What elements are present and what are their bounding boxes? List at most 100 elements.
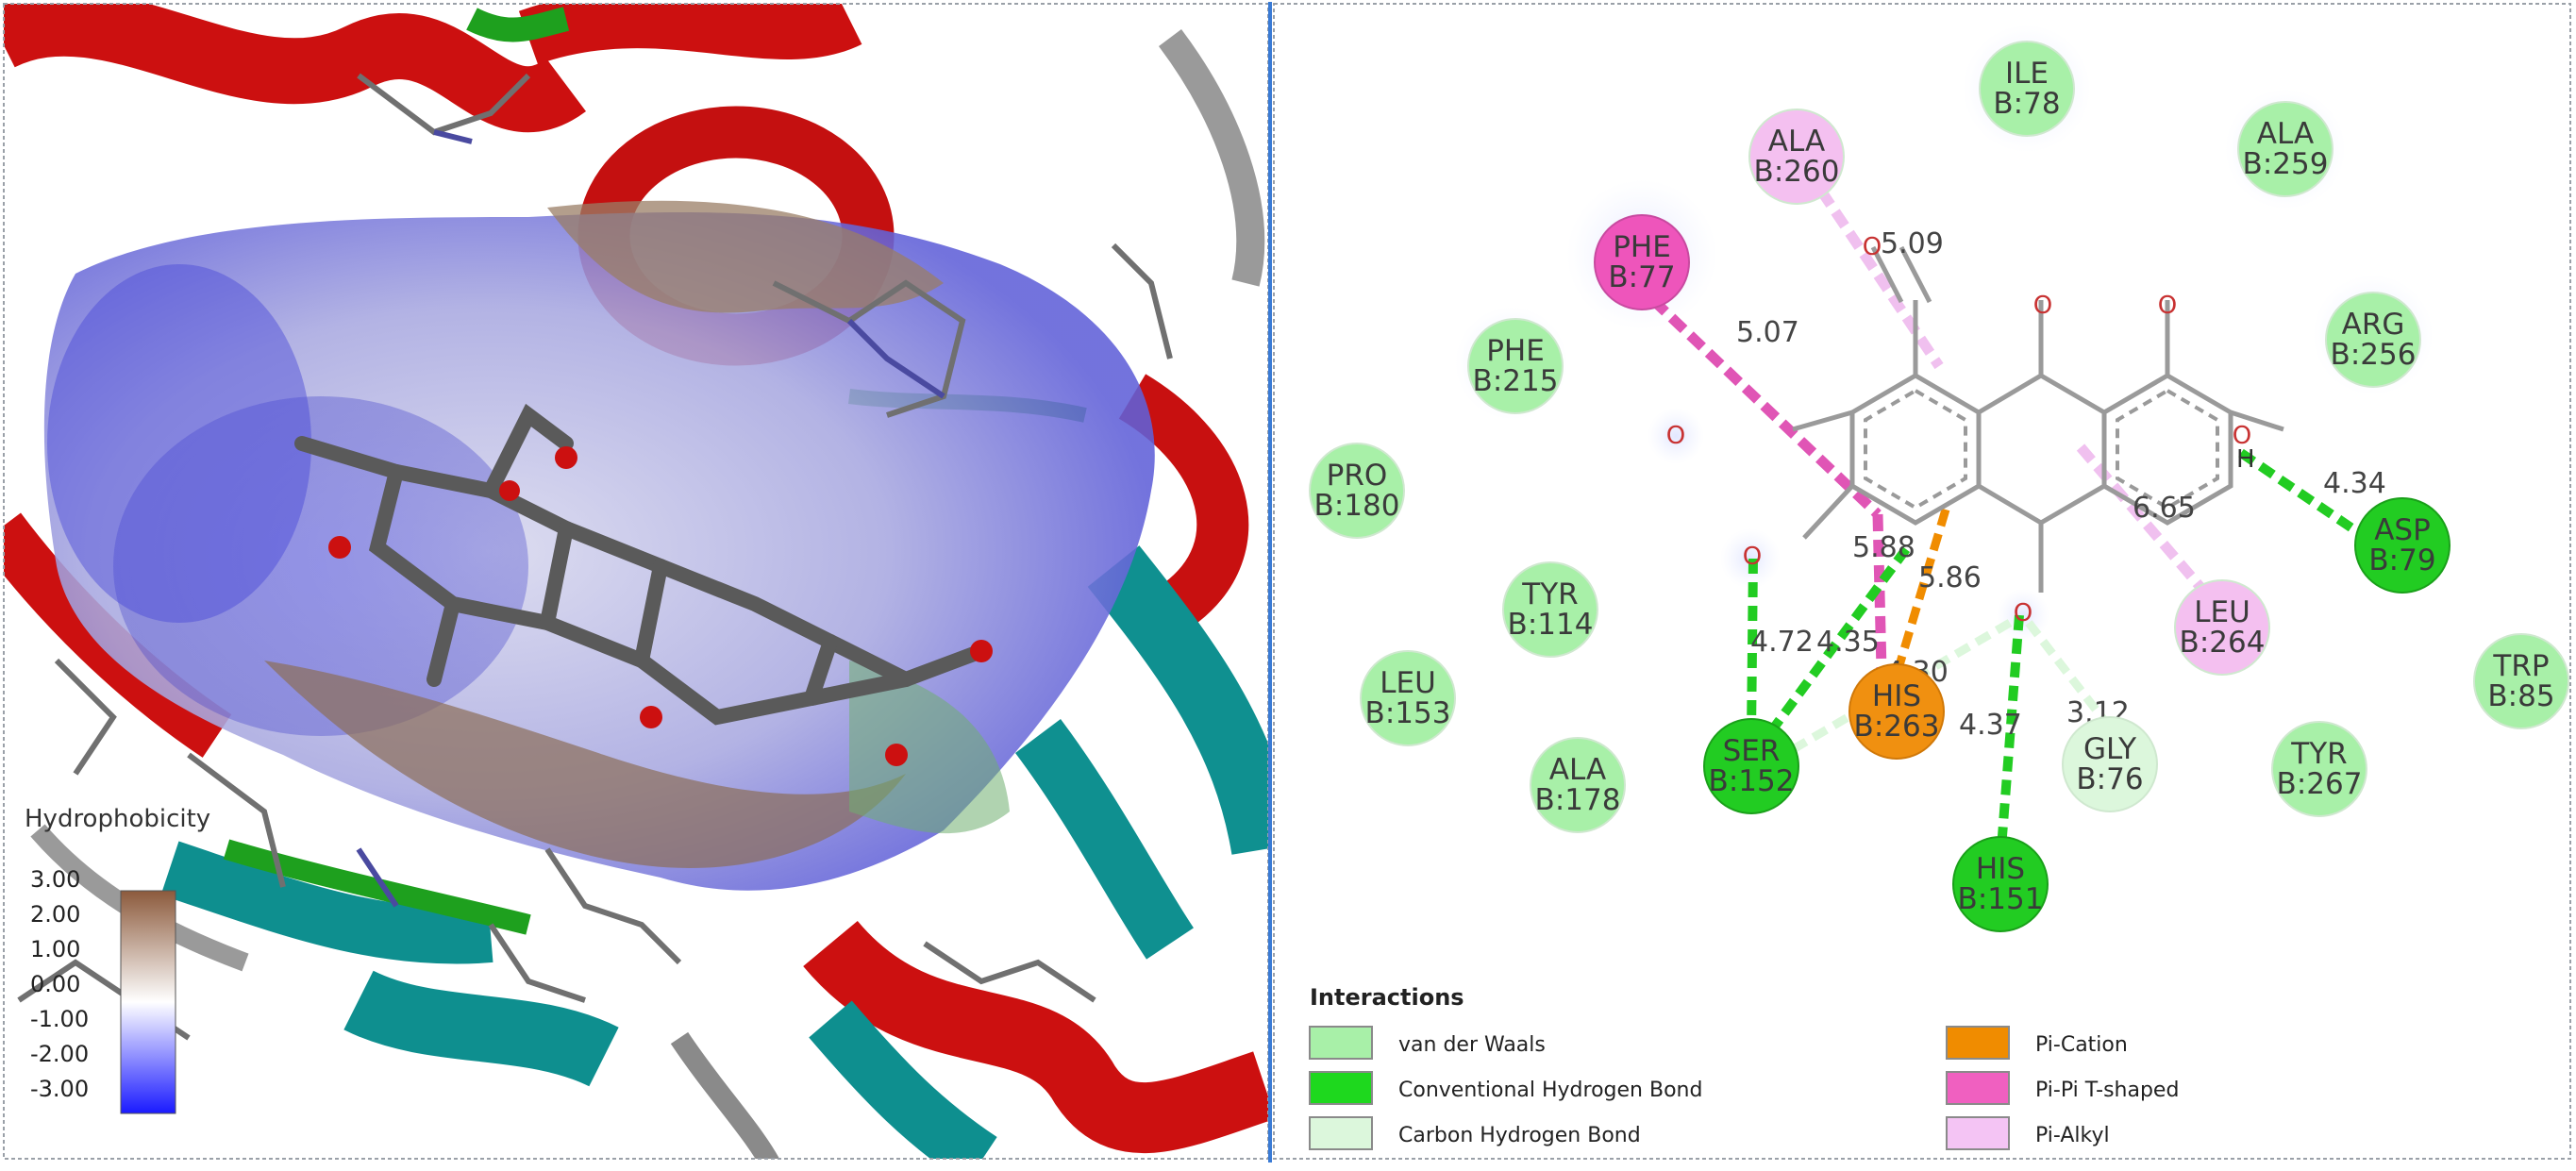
residue-name: TRP bbox=[2492, 649, 2549, 683]
strand-ribbon bbox=[1014, 719, 1194, 960]
ligand-2d-structure bbox=[1792, 245, 2284, 593]
residue-name: ARG bbox=[2342, 308, 2405, 342]
distance-label: 4.35 bbox=[1816, 626, 1880, 659]
strand-ribbon bbox=[1087, 545, 1268, 856]
strand-ribbon bbox=[343, 970, 619, 1087]
residue-disc bbox=[2271, 721, 2367, 817]
residue-name: LEU bbox=[1380, 666, 1436, 700]
distance-label: 6.65 bbox=[2133, 492, 2196, 525]
residue-name: ALA bbox=[2257, 117, 2314, 151]
distance-label: 4.34 bbox=[2323, 467, 2386, 500]
ch-bond-line bbox=[2025, 620, 2113, 729]
coil-ribbon bbox=[670, 1031, 780, 1159]
residue-name: SER bbox=[1723, 734, 1781, 768]
residue-name: PHE bbox=[1486, 334, 1545, 368]
legend-label: Pi-Pi T-shaped bbox=[2035, 1079, 2179, 1102]
protein-3d-view: Hydrophobicity 3.00 2.00 1.00 0.00 -1.00… bbox=[3, 3, 1269, 1160]
panel-background bbox=[1273, 3, 2571, 1160]
residue-position: B:85 bbox=[2487, 679, 2554, 713]
polar-region bbox=[849, 661, 1010, 834]
residue-disc bbox=[1979, 41, 2075, 137]
legend-label: Pi-Cation bbox=[2035, 1033, 2128, 1057]
residue-name: GLY bbox=[2083, 732, 2136, 766]
panel-border bbox=[3, 3, 1269, 1160]
legend-swatch bbox=[1309, 1071, 1373, 1105]
ligand-oxygens bbox=[328, 446, 993, 766]
residue-position: B:79 bbox=[2368, 544, 2435, 577]
legend-label: Conventional Hydrogen Bond bbox=[1398, 1079, 1702, 1102]
atom-oxygen: O bbox=[2033, 292, 2052, 320]
legend-label: van der Waals bbox=[1398, 1033, 1546, 1057]
residue-disc bbox=[2354, 497, 2451, 594]
legend-item: Conventional Hydrogen Bond bbox=[1309, 1071, 1702, 1105]
legend-swatch bbox=[1309, 1026, 1373, 1060]
residue-disc bbox=[2237, 101, 2333, 197]
residue-nodes: ILEB:78ALAB:259ALAB:260PHEB:77ARGB:256PH… bbox=[1309, 41, 2569, 932]
residue-position: B:77 bbox=[1608, 260, 1675, 294]
atom-oxygen: O bbox=[1666, 422, 1685, 450]
residue-position: B:114 bbox=[1508, 608, 1594, 642]
distance-label: 5.07 bbox=[1736, 316, 1799, 349]
residue-disc bbox=[1530, 737, 1626, 833]
colorbar-gradient bbox=[120, 890, 176, 1114]
residue-name: TYR bbox=[2290, 737, 2347, 771]
residue-disc bbox=[1502, 561, 1598, 658]
residue-position: B:263 bbox=[1854, 710, 1940, 744]
residue-disc bbox=[1848, 663, 1945, 760]
colorbar-tick: -3.00 bbox=[30, 1076, 89, 1102]
residue-name: PRO bbox=[1327, 459, 1388, 493]
distance-label: 5.09 bbox=[1881, 227, 1944, 260]
colorbar-title: Hydrophobicity bbox=[25, 805, 210, 833]
residue-name: LEU bbox=[2194, 595, 2250, 629]
residue-name: PHE bbox=[1613, 230, 1671, 264]
hbond-line bbox=[1996, 614, 2024, 862]
legend-title: Interactions bbox=[1310, 984, 1464, 1011]
residue-disc bbox=[2325, 292, 2421, 388]
legend-swatch bbox=[1946, 1116, 2010, 1150]
residue-disc bbox=[1952, 836, 2049, 932]
residue-sticks bbox=[17, 73, 1173, 1041]
atom-oxygen: O bbox=[2233, 422, 2251, 450]
residue-disc bbox=[2174, 579, 2270, 676]
hbond-line bbox=[1756, 546, 1911, 748]
residue-position: B:178 bbox=[1535, 783, 1621, 817]
residue-name: HIS bbox=[1976, 852, 2025, 886]
ligand-atoms: O O O O O O O bbox=[1666, 233, 2251, 627]
residue-name: HIS bbox=[1872, 679, 1921, 713]
strand-ribbon bbox=[809, 1000, 997, 1159]
residue-position: B:151 bbox=[1958, 882, 2044, 916]
colorbar-tick: -2.00 bbox=[30, 1041, 89, 1067]
strand-ribbon bbox=[160, 841, 493, 964]
atom-oxygen: O bbox=[2158, 292, 2177, 320]
hbond-line bbox=[2238, 448, 2376, 547]
colorbar-tick: 0.00 bbox=[30, 971, 80, 997]
colorbar-tick: 3.00 bbox=[30, 866, 80, 893]
pi-pi-t-line bbox=[1649, 296, 1882, 518]
legend-label: Pi-Alkyl bbox=[2035, 1124, 2110, 1147]
legend-swatch bbox=[1946, 1026, 2010, 1060]
legend-item: Pi-Pi T-shaped bbox=[1946, 1071, 2179, 1105]
residue-position: B:180 bbox=[1314, 489, 1400, 523]
colorbar-ticks: 3.00 2.00 1.00 0.00 -1.00 -2.00 -3.00 bbox=[30, 866, 89, 1102]
interaction-diagram: O O O O O O O H 5.09 5.07 4.34 6.65 5.88… bbox=[1273, 3, 2571, 1160]
helix-ribbon bbox=[1118, 374, 1249, 625]
residue-position: B:256 bbox=[2331, 338, 2417, 372]
legend-swatch bbox=[1309, 1116, 1373, 1150]
hydrophobicity-colorbar: Hydrophobicity 3.00 2.00 1.00 0.00 -1.00… bbox=[25, 805, 210, 1114]
residue-disc bbox=[1594, 214, 1690, 310]
aromatic-bonds bbox=[1864, 388, 2219, 510]
